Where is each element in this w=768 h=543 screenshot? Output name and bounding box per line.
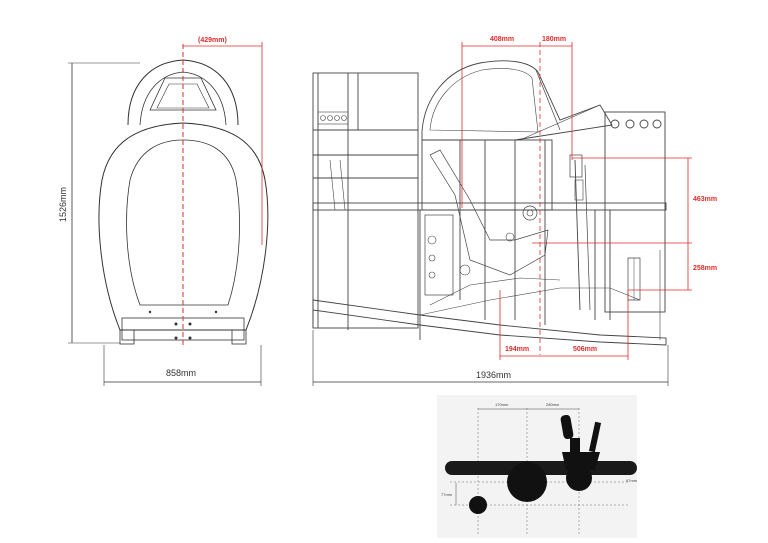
dim-408-label: 408mm <box>490 36 514 43</box>
detail-dim-rail: 97mm <box>626 478 638 483</box>
front-tub-outline <box>98 122 269 331</box>
detail-main-pivot <box>507 462 547 502</box>
detail-dim-top-right: 280mm <box>546 402 560 407</box>
front-windscreen-frame <box>149 77 217 111</box>
dim-506-label: 506mm <box>573 346 597 353</box>
front-windscreen-frame-inner <box>156 83 210 109</box>
front-foot-right <box>231 329 247 345</box>
side-rear-vents <box>317 111 349 125</box>
side-nose-panel <box>604 111 666 313</box>
side-seat <box>429 149 549 276</box>
dim-463-label: 463mm <box>693 196 717 203</box>
front-foot-left <box>119 329 135 345</box>
detail-stick-pivot <box>566 465 592 491</box>
dim-194-label: 194mm <box>505 346 529 353</box>
side-view-dimensions: 408mm 180mm 463mm 258mm 194mm 506mm 1936… <box>312 36 717 386</box>
side-nose-vents <box>610 119 662 129</box>
front-view <box>98 59 269 345</box>
detail-view: 170mm 280mm 77mm 97mm <box>437 395 638 538</box>
front-view-dimensions: (429mm) 1526mm 858mm <box>58 37 263 386</box>
side-rear-frame <box>312 72 419 329</box>
front-half-width-label: (429mm) <box>198 37 227 44</box>
detail-stick-handle <box>560 414 574 440</box>
detail-dim-left: 77mm <box>441 492 453 497</box>
side-canopy-inner <box>429 68 539 133</box>
side-main-rail <box>312 202 667 211</box>
side-view <box>312 60 667 346</box>
detail-throttle-lever <box>588 421 602 453</box>
dim-258-label: 258mm <box>693 265 717 272</box>
front-width-label: 858mm <box>166 368 196 378</box>
side-length-label: 1936mm <box>476 370 511 380</box>
side-canopy <box>421 60 613 141</box>
detail-small-pivot <box>469 496 487 514</box>
detail-stick-base <box>562 452 600 470</box>
detail-dim-top-left: 170mm <box>495 402 509 407</box>
side-cockpit-frame <box>421 139 553 211</box>
front-rivets <box>148 310 218 340</box>
front-height-label: 1526mm <box>58 187 68 222</box>
dim-180-label: 180mm <box>542 36 566 43</box>
side-base <box>312 299 667 346</box>
